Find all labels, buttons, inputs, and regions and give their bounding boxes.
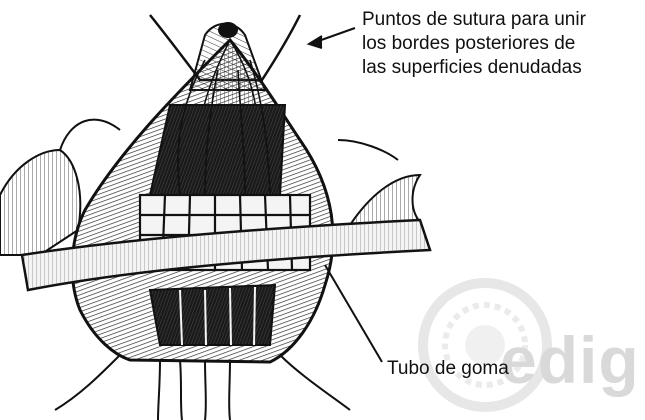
leader-lines: [306, 27, 383, 363]
sutures-leader-arrowhead: [306, 35, 323, 49]
sutures-annotation: Puntos de sutura para unir los bordes po…: [362, 8, 586, 80]
right-skin-flap: [337, 139, 645, 240]
rubber-tube: [20, 218, 432, 292]
tube-leader-line: [324, 264, 383, 363]
sutures-annotation-line-1: Puntos de sutura para unir: [362, 9, 586, 30]
upper-wound-cavity: [148, 104, 287, 196]
lower-wound-cavity: [148, 283, 277, 346]
watermark-wordmark: edig: [500, 323, 640, 397]
suture-threads: [177, 59, 271, 196]
tube-annotation: Tubo de goma: [387, 358, 509, 379]
hanging-threads: [54, 354, 351, 420]
sutures-annotation-line-3: las superficies denudadas: [362, 57, 582, 78]
watermark-seal: [418, 278, 552, 412]
sutures-annotation-line-2: los bordes posteriores de: [362, 33, 576, 54]
lower-suture-grid: [179, 286, 256, 346]
